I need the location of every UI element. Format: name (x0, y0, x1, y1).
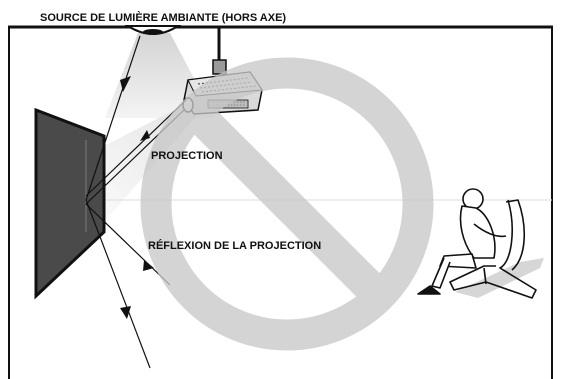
projection-label: PROJECTION (151, 150, 223, 162)
ceiling-lamp-icon (124, 25, 182, 35)
no-symbol-icon (140, 57, 434, 351)
arrow-ambient-down (120, 76, 131, 92)
arrow-ambient-reflected (120, 306, 131, 319)
ambient-ray (85, 35, 141, 201)
projection-ray-top (85, 99, 187, 197)
reflection-label: RÉFLEXION DE LA PROJECTION (148, 239, 321, 252)
chair (449, 199, 537, 299)
room-outline (8, 25, 553, 379)
projection-screen (34, 107, 106, 300)
arrow-reflection (143, 260, 154, 271)
arrow-projection (140, 130, 150, 141)
source-label: SOURCE DE LUMIÈRE AMBIANTE (HORS AXE) (40, 11, 286, 24)
ambient-reflected-ray (85, 199, 151, 369)
arrowheads (120, 76, 154, 319)
viewer-shadow (455, 258, 544, 298)
reflected-ray (85, 203, 171, 286)
seated-person-icon (417, 188, 537, 299)
